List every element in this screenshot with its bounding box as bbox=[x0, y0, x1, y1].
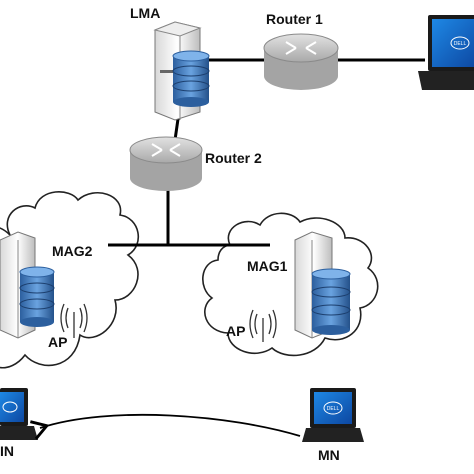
mag1-server-icon bbox=[294, 231, 351, 339]
laptop-mn-icon: DELL bbox=[302, 388, 364, 442]
mag2-label: MAG2 bbox=[52, 243, 93, 259]
antenna-left-icon bbox=[60, 303, 88, 338]
movement-arrow bbox=[30, 413, 301, 440]
router1-icon bbox=[263, 33, 339, 90]
ap-left-label: AP bbox=[48, 334, 67, 350]
antenna-right-icon bbox=[249, 309, 277, 342]
mag2-server-icon bbox=[0, 231, 55, 339]
ap-right-label: AP bbox=[226, 323, 245, 339]
laptop-mn-logo: DELL bbox=[327, 406, 340, 412]
laptop-logo: DELL bbox=[454, 41, 467, 47]
router1-label: Router 1 bbox=[266, 11, 323, 27]
lma-server-icon bbox=[153, 21, 210, 121]
mag1-label: MAG1 bbox=[247, 258, 288, 274]
router2-icon bbox=[129, 136, 203, 191]
lma-label: LMA bbox=[130, 5, 160, 21]
laptop-bottom-left-icon bbox=[0, 388, 38, 440]
mn-cut-label: IN bbox=[0, 443, 14, 459]
router2-label: Router 2 bbox=[205, 150, 262, 166]
mn-label: MN bbox=[318, 447, 340, 463]
laptop-top-right-icon: DELL bbox=[418, 15, 474, 90]
